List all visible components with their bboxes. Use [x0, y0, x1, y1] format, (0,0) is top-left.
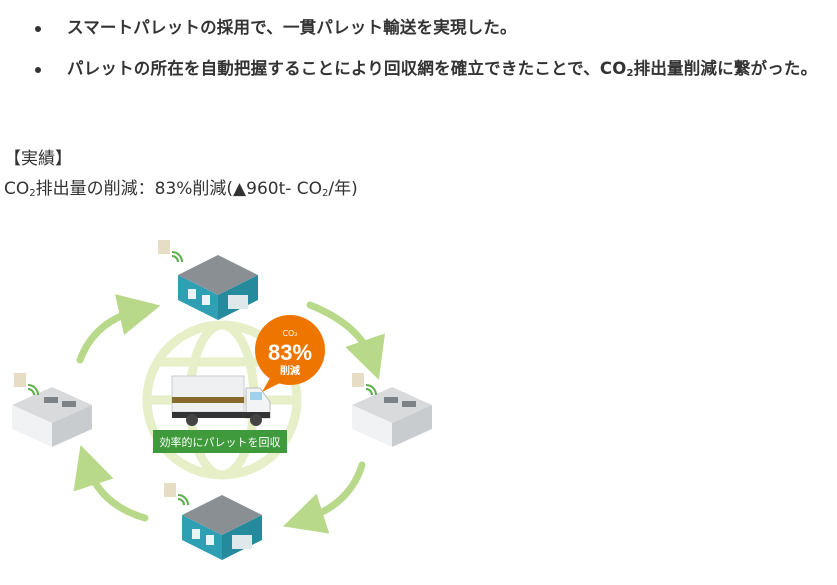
bullet-item: パレットの所在を自動把握することにより回収網を確立できたことで、CO2排出量削減… [0, 55, 827, 88]
warehouse-right [351, 372, 432, 447]
bullet-text: 排出量削減に繋がった。 [633, 59, 818, 78]
arrow-bottom-right [282, 461, 366, 534]
cycle-arrows [73, 294, 386, 534]
badge-label: 削減 [280, 364, 300, 377]
warehouse-top [157, 239, 258, 320]
subscript: 2 [322, 188, 329, 199]
text: /年) [328, 179, 358, 199]
caption-label: 効率的にパレットを回収 [153, 430, 287, 453]
warehouse-bottom [163, 482, 262, 560]
bullet-dot [35, 67, 41, 73]
bullet-text: パレットの所在を自動把握することにより回収網を確立できたことで、CO [67, 59, 627, 78]
badge-co2: CO₂ [282, 329, 297, 338]
truck-icon [171, 375, 271, 426]
results-co2-line: CO2排出量の削減：83%削減(▲960t- CO2/年) [4, 174, 358, 199]
text: 排出量の削減：83%削減(▲960t- CO [35, 179, 323, 199]
co2-reduction-badge: CO₂ 83% 削減 [255, 315, 325, 392]
arrow-top-left [76, 294, 161, 364]
badge-value: 83% [268, 340, 312, 365]
caption-text: 効率的にパレットを回収 [160, 435, 281, 449]
arrow-bottom-left [73, 445, 149, 522]
text: CO [4, 179, 30, 199]
pallet-recovery-diagram: 効率的にパレットを回収 CO₂ 83% 削減 [12, 239, 432, 560]
subscript: 2 [626, 68, 634, 79]
arrow-top-right [306, 301, 386, 380]
results-heading: 【実績】 [4, 149, 72, 169]
warehouse-left [12, 372, 92, 447]
bullet-text: スマートパレットの採用で、一貫パレット輸送を実現した。 [67, 18, 517, 37]
bullet-dot [35, 26, 41, 32]
subscript: 2 [29, 188, 36, 199]
bullet-list: スマートパレットの採用で、一貫パレット輸送を実現した。 パレットの所在を自動把握… [0, 14, 837, 101]
bullet-item: スマートパレットの採用で、一貫パレット輸送を実現した。 [0, 14, 837, 42]
